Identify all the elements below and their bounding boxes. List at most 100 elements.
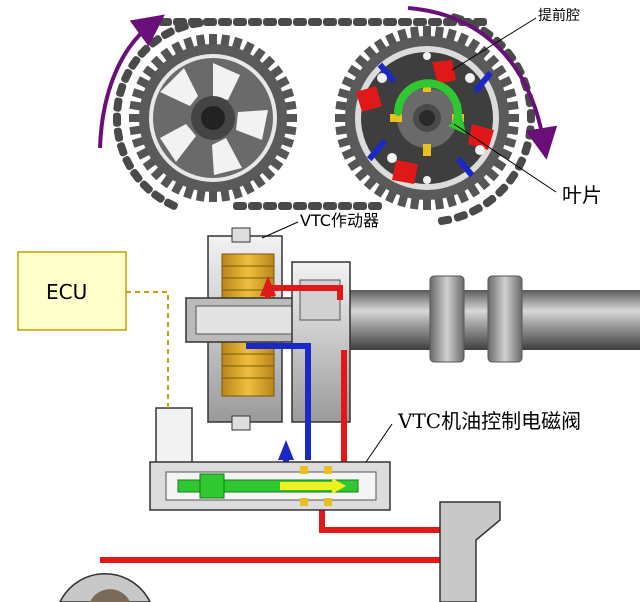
chain-link <box>368 202 382 210</box>
vtc-actuator-label: VTC作动器 <box>300 211 379 230</box>
chain-link <box>163 198 178 210</box>
chain-link <box>323 202 337 210</box>
chain-link <box>323 18 337 26</box>
chain-link <box>353 18 367 26</box>
gear-tooth <box>220 34 231 48</box>
chain-link <box>113 127 124 142</box>
rotation-arrow-icon <box>407 6 558 160</box>
chain-link <box>383 18 397 26</box>
left-cam-gear <box>129 34 297 202</box>
chain-link <box>113 97 123 112</box>
oil-flow-arrow-icon <box>278 440 294 460</box>
gear-tooth <box>129 100 143 111</box>
chain-link <box>506 170 519 185</box>
chain-link <box>526 109 536 124</box>
chain-link <box>116 142 128 157</box>
vtc-actuator-leader <box>261 221 299 239</box>
rotation-arrow-icon <box>98 14 165 149</box>
chain-link <box>398 18 412 26</box>
gear-tooth <box>335 114 347 122</box>
gear-tooth <box>423 26 431 38</box>
chain-link <box>428 18 442 26</box>
chain-link <box>492 36 506 50</box>
oil-strainer <box>59 573 151 602</box>
chain-link <box>353 202 367 210</box>
gear-tooth <box>434 26 445 40</box>
chain-link <box>160 27 175 39</box>
advance-chamber-label: 提前腔 <box>538 7 580 24</box>
gear-tooth <box>283 125 297 136</box>
chain-link <box>203 18 217 26</box>
chain-link <box>525 125 535 140</box>
chain-link <box>233 202 247 210</box>
chain-link <box>218 18 232 26</box>
chain-link <box>338 202 352 210</box>
chain-link <box>468 204 483 216</box>
chain-link <box>248 18 262 26</box>
right-vtc-gear <box>335 26 519 210</box>
gear-tooth <box>195 34 206 48</box>
chain-link <box>151 190 165 203</box>
gear-tooth <box>409 196 420 210</box>
chain-link <box>308 18 322 26</box>
gear-tooth <box>505 100 519 111</box>
chain-link <box>278 18 292 26</box>
chain-link <box>479 26 494 39</box>
camshaft <box>340 275 640 363</box>
gear-tooth <box>507 114 519 122</box>
vtc-solenoid-label: VTC机油控制电磁阀 <box>397 409 581 433</box>
gear-tooth <box>209 34 217 46</box>
gear-tooth <box>285 114 297 122</box>
chain-link <box>139 180 153 194</box>
timing-chain <box>112 13 536 226</box>
gear-tooth <box>220 188 231 202</box>
chain-link <box>482 194 497 208</box>
chain-link <box>453 211 468 222</box>
oil-pump-housing <box>439 501 501 602</box>
ecu-box <box>17 251 127 331</box>
chain-link <box>189 18 204 29</box>
chain-link <box>368 18 382 26</box>
gear-tooth <box>283 100 297 111</box>
chain-link <box>174 21 189 33</box>
chain-link <box>413 18 427 26</box>
chain-link <box>116 82 127 98</box>
chain-link <box>495 183 509 197</box>
chain-link <box>263 18 277 26</box>
ecu-signal-wire <box>126 291 169 410</box>
gear-tooth <box>409 26 420 40</box>
chain-link <box>158 18 172 26</box>
gear-tooth <box>129 114 141 122</box>
gear-tooth <box>195 188 206 202</box>
chain-link <box>437 215 453 226</box>
gear-tooth <box>129 125 143 136</box>
chain-link <box>148 35 163 48</box>
chain-link <box>278 202 292 210</box>
chain-link <box>112 112 122 127</box>
vtc-actuator <box>185 227 351 431</box>
oil-flow-arrow-icon <box>260 276 276 296</box>
chain-link <box>137 44 151 58</box>
chain-link <box>121 68 133 83</box>
gear-tooth <box>423 198 431 210</box>
chain-link <box>514 156 527 171</box>
chain-link <box>503 48 517 63</box>
gear-tooth <box>505 125 519 136</box>
chain-link <box>293 18 307 26</box>
chain-link <box>521 141 532 156</box>
chain-link <box>233 18 247 26</box>
chain-link <box>263 202 277 210</box>
chain-link <box>293 202 307 210</box>
vtc-solenoid-leader <box>365 423 393 463</box>
chain-link <box>308 202 322 210</box>
chain-link <box>130 168 143 183</box>
vane-label: 叶片 <box>562 183 602 207</box>
chain-link <box>122 156 134 171</box>
chain-link <box>128 56 141 70</box>
chain-link <box>338 18 352 26</box>
vtc-solenoid-valve <box>149 407 391 511</box>
chain-link <box>248 202 262 210</box>
advance-chamber <box>356 60 494 184</box>
gear-tooth <box>434 196 445 210</box>
